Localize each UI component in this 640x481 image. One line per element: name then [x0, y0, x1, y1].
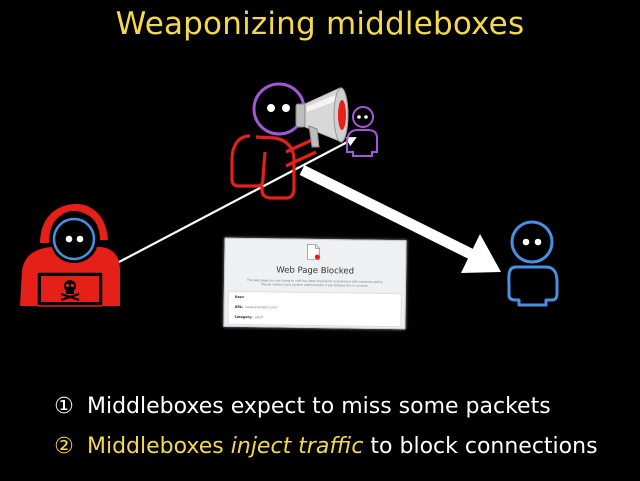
- hooded-hacker-icon: [20, 203, 120, 307]
- victim-person-icon: [507, 220, 559, 307]
- block-page-details: User: URL:www.example.com/ Category:adul…: [227, 290, 402, 328]
- detail-row-url: URL:www.example.com/: [234, 304, 278, 310]
- point-1: ① Middleboxes expect to miss some packets: [50, 394, 551, 420]
- point-1-text: Middleboxes expect to miss some packets: [87, 394, 551, 419]
- megaphone-icon: [295, 87, 349, 148]
- reflected-person-icon: [346, 106, 378, 157]
- point-2-text-after: to block connections: [363, 434, 598, 459]
- block-page-heading: Web Page Blocked: [276, 265, 355, 277]
- point-2-number: ②: [54, 434, 74, 459]
- blocked-web-page: Web Page Blocked The web page you are tr…: [223, 237, 407, 330]
- slide-title: Weaponizing middleboxes: [115, 6, 525, 42]
- block-page-message: The web page you are trying to visit has…: [247, 278, 384, 288]
- attacker-to-middlebox-arrow: [99, 137, 357, 273]
- detail-row-user: User:: [234, 294, 245, 300]
- point-2-text-before: Middleboxes: [87, 434, 231, 459]
- detail-row-category: Category:adult: [234, 314, 264, 320]
- middlebox-person-icon: [230, 82, 317, 200]
- blocked-document-icon: [306, 243, 320, 260]
- point-2-highlight: inject traffic: [230, 434, 364, 459]
- point-2: ② Middleboxes inject traffic to block con…: [50, 434, 598, 460]
- point-1-number: ①: [54, 394, 74, 419]
- middlebox-to-victim-arrow: [299, 165, 501, 273]
- skull-icon: [60, 280, 80, 302]
